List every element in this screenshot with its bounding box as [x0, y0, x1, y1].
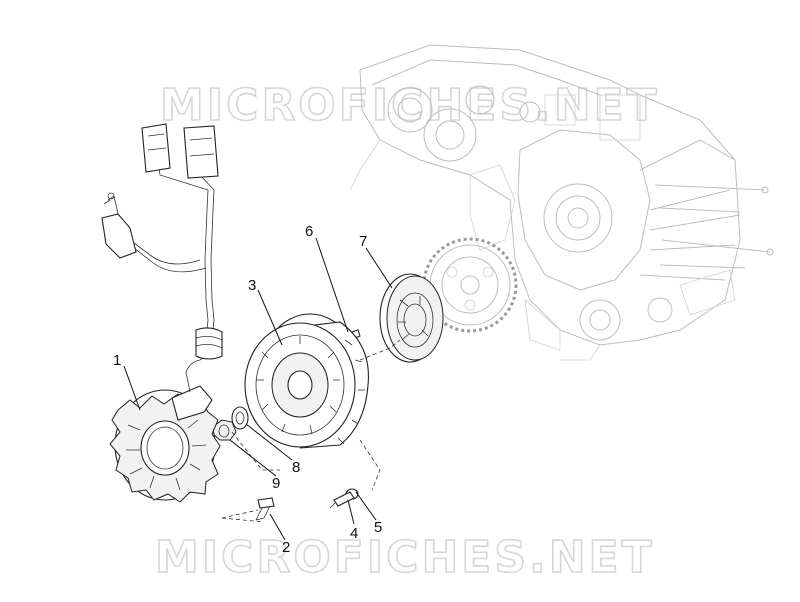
guide-line	[359, 439, 381, 491]
callout-8: 8	[292, 459, 300, 476]
callout-leaders	[123, 237, 393, 541]
stator-screw	[255, 497, 275, 521]
callout-1: 1	[113, 352, 121, 369]
guide-line	[359, 339, 401, 361]
callout-3: 3	[248, 277, 256, 294]
flywheel-rotor	[244, 313, 369, 449]
callout-7: 7	[359, 233, 367, 250]
washer	[231, 406, 249, 430]
guide-line	[221, 509, 265, 523]
guide-line	[231, 431, 280, 471]
callout-5: 5	[374, 519, 382, 536]
rotor-bolt	[329, 488, 359, 509]
callout-2: 2	[282, 539, 290, 556]
starter-clutch	[379, 273, 444, 363]
callout-4: 4	[350, 525, 358, 542]
callout-9: 9	[272, 475, 280, 492]
engine-crankcase	[349, 44, 774, 361]
callout-6: 6	[305, 223, 313, 240]
stator-assembly	[101, 123, 223, 503]
watermark-bottom: MICROFICHES.NET	[155, 532, 655, 583]
